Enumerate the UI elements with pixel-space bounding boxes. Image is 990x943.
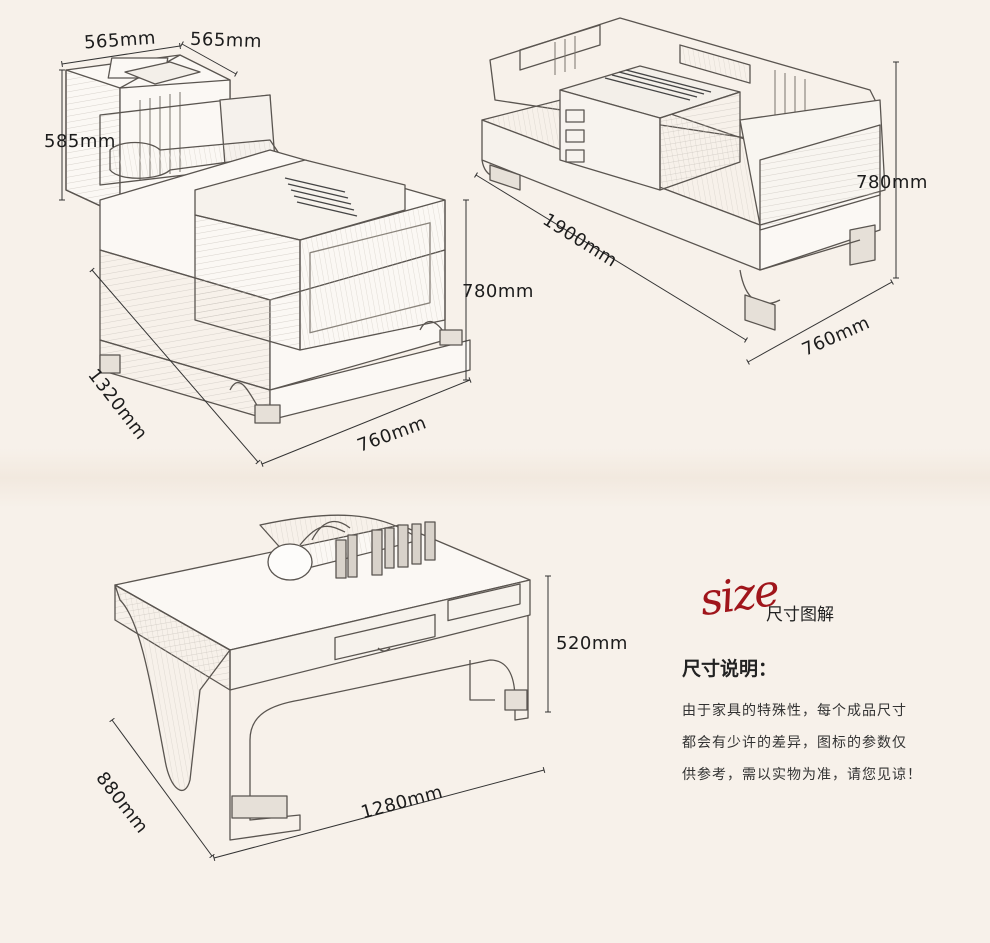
- sofa-front-dimension-lines: [59, 41, 472, 467]
- sofa-front-drawing: [65, 54, 471, 424]
- sofa-angle-dimension-lines: [474, 61, 899, 365]
- sofa-angle-height-label: 780mm: [856, 172, 928, 193]
- size-logo-subtitle: 尺寸图解: [766, 605, 834, 625]
- size-notes-line-1: 由于家具的特殊性，每个成品尺寸: [682, 703, 907, 719]
- size-notes-heading: 尺寸说明：: [682, 658, 778, 680]
- tea-table-dimension-lines: [109, 575, 551, 862]
- size-notes-line-2: 都会有少许的差异，图标的参数仅: [682, 735, 907, 751]
- tea-table-drawing: [114, 514, 531, 841]
- sofa-front-arm-height-label: 585mm: [44, 131, 116, 152]
- sofa-front-height-label: 780mm: [462, 281, 534, 302]
- sofa-front-depth-label: 565mm: [189, 28, 263, 53]
- size-notes-line-3: 供参考，需以实物为准，请您见谅！: [682, 767, 922, 783]
- tea-table-height-label: 520mm: [556, 633, 628, 654]
- sofa-angle-drawing: [481, 17, 886, 331]
